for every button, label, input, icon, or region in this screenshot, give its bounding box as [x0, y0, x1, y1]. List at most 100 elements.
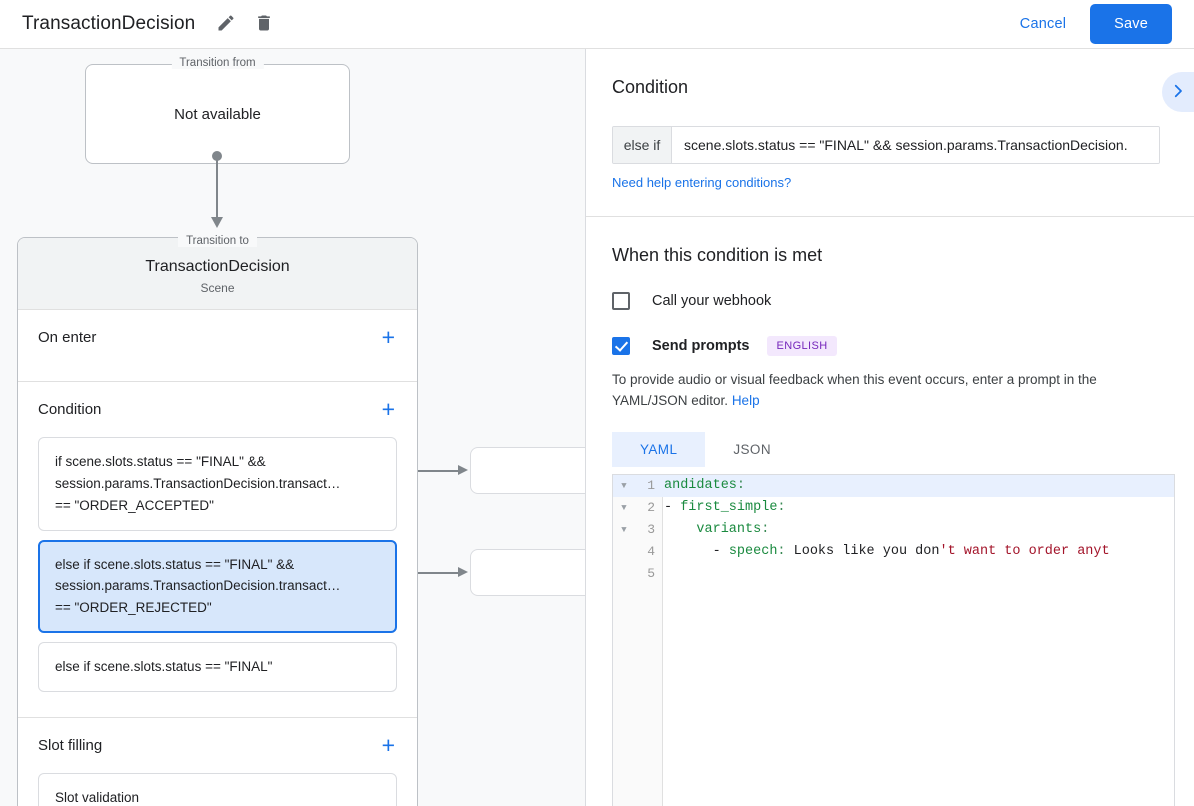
- code-token: Looks like you don: [785, 544, 940, 559]
- edit-title-button[interactable]: [213, 11, 239, 37]
- code-token: :: [777, 500, 786, 515]
- card-line: == "ORDER_REJECTED": [55, 600, 212, 616]
- chevron-right-icon: [1169, 82, 1187, 103]
- prompt-description: To provide audio or visual feedback when…: [612, 370, 1168, 412]
- code-line[interactable]: ▼ 2 - first_simple:: [613, 497, 1174, 519]
- code-text: - speech: Looks like you don't want to o…: [663, 541, 1110, 563]
- card-line: session.params.TransactionDecision.trans…: [55, 475, 341, 491]
- fold-arrow-icon[interactable]: ▼: [621, 481, 627, 491]
- code-token: first_simple: [680, 500, 778, 515]
- target-node-accepted[interactable]: [470, 447, 585, 494]
- code-token: 't want to order anyt: [939, 544, 1110, 559]
- code-token: speech: [728, 544, 778, 559]
- section-title: Slot filling: [38, 737, 103, 755]
- code-token: variants: [696, 522, 762, 537]
- edge-arrow-accepted: [458, 465, 468, 475]
- connector-arrowhead: [211, 217, 223, 228]
- scene-card[interactable]: TransactionDecision Scene On enter+Condi…: [17, 237, 418, 806]
- condition-card[interactable]: else if scene.slots.status == "FINAL": [38, 642, 397, 693]
- prompt-description-text: To provide audio or visual feedback when…: [612, 372, 1097, 408]
- card-line: Slot validation: [55, 790, 140, 806]
- condition-expression-input[interactable]: [672, 127, 1159, 163]
- card-line: == "ORDER_ACCEPTED": [55, 497, 214, 513]
- condition-card-selected[interactable]: else if scene.slots.status == "FINAL" &&…: [38, 539, 397, 634]
- fold-arrow-icon[interactable]: ▼: [621, 525, 627, 535]
- webhook-checkbox-row[interactable]: Call your webhook: [612, 292, 1194, 310]
- section-header: On enter +: [38, 310, 397, 365]
- add-slot-filling-button[interactable]: +: [381, 732, 395, 759]
- condition-panel-header: Condition: [586, 49, 1194, 112]
- scene-card-header: TransactionDecision Scene: [18, 238, 417, 310]
- code-gutter: [613, 475, 663, 806]
- scene-title: TransactionDecision: [145, 258, 290, 275]
- connector-line: [216, 156, 218, 224]
- editor-tabs: YAML JSON: [612, 431, 1194, 467]
- section-title: Condition: [38, 401, 102, 418]
- transition-from-node[interactable]: Transition from Not available: [85, 57, 350, 164]
- when-condition-met-heading: When this condition is met: [612, 245, 823, 265]
- section-title: On enter: [38, 329, 97, 346]
- line-number: 2: [647, 500, 655, 515]
- code-line[interactable]: 5: [613, 563, 1174, 585]
- yaml-code-editor[interactable]: ▼ 1 andidates: ▼ 2 - first_simple: ▼ 3 variants…: [612, 474, 1175, 806]
- language-badge: ENGLISH: [767, 336, 837, 356]
- condition-card[interactable]: if scene.slots.status == "FINAL" && sessi…: [38, 437, 397, 531]
- transition-from-value: Not available: [174, 105, 261, 123]
- condition-heading: Condition: [612, 77, 689, 97]
- panel-divider[interactable]: [585, 49, 586, 806]
- cancel-button[interactable]: Cancel: [1006, 7, 1080, 41]
- line-number: 4: [647, 544, 655, 559]
- code-text: - first_simple:: [663, 497, 786, 519]
- code-line[interactable]: ▼ 1 andidates:: [613, 475, 1174, 497]
- flow-canvas[interactable]: Transition from Not available Transactio…: [0, 49, 585, 806]
- code-token: -: [664, 544, 729, 559]
- code-line[interactable]: ▼ 3 variants:: [613, 519, 1174, 541]
- code-lines[interactable]: ▼ 1 andidates: ▼ 2 - first_simple: ▼ 3 variants…: [613, 475, 1174, 585]
- panel-separator: [586, 216, 1194, 217]
- tab-json[interactable]: JSON: [705, 432, 799, 467]
- code-token: andidates: [664, 478, 737, 493]
- page-title: TransactionDecision: [22, 13, 196, 34]
- line-number: 3: [647, 522, 655, 537]
- card-line: else if scene.slots.status == "FINAL" &&: [55, 556, 295, 572]
- edge-line-accepted: [402, 470, 460, 472]
- add-condition-button[interactable]: +: [381, 396, 395, 422]
- line-number: 5: [647, 566, 655, 581]
- pencil-icon: [216, 13, 236, 36]
- target-node-rejected[interactable]: [470, 549, 585, 596]
- add-on-enter-button[interactable]: +: [381, 324, 395, 350]
- section-header: Condition +: [38, 382, 397, 437]
- prompt-help-link[interactable]: Help: [731, 392, 760, 408]
- tab-yaml[interactable]: YAML: [612, 431, 706, 467]
- code-text: variants:: [663, 519, 769, 541]
- app-header: TransactionDecision Cancel Save: [0, 0, 1194, 49]
- condition-help-link[interactable]: Need help entering conditions?: [612, 175, 792, 190]
- send-prompts-checkbox[interactable]: [612, 337, 630, 355]
- card-line: session.params.TransactionDecision.trans…: [55, 578, 341, 594]
- trash-icon: [254, 13, 274, 36]
- code-text: andidates:: [663, 475, 745, 497]
- call-webhook-checkbox[interactable]: [612, 292, 630, 310]
- line-number: 1: [647, 478, 655, 493]
- card-line: if scene.slots.status == "FINAL" &&: [55, 454, 266, 469]
- scene-section-on-enter: On enter +: [18, 310, 417, 382]
- edge-line-rejected: [402, 572, 460, 574]
- section-header: Slot filling +: [38, 718, 397, 773]
- transition-from-legend: Transition from: [171, 57, 264, 69]
- code-token: :: [736, 478, 746, 493]
- save-button[interactable]: Save: [1090, 4, 1172, 44]
- scene-subtitle: Scene: [200, 281, 235, 295]
- code-line[interactable]: 4 - speech: Looks like you don't want to…: [613, 541, 1174, 563]
- edge-arrow-rejected: [458, 567, 468, 577]
- expand-panel-button[interactable]: [1162, 72, 1194, 112]
- fold-arrow-icon[interactable]: ▼: [621, 503, 627, 513]
- condition-card[interactable]: Slot validation: [38, 773, 397, 806]
- send-prompts-row[interactable]: Send prompts ENGLISH: [612, 336, 1194, 356]
- call-webhook-label: Call your webhook: [652, 293, 772, 309]
- delete-button[interactable]: [251, 11, 277, 37]
- scene-section-condition: Condition + if scene.slots.status == "FINA…: [18, 382, 417, 719]
- condition-input-row[interactable]: else if: [612, 126, 1160, 164]
- condition-prefix-label: else if: [613, 127, 672, 163]
- code-token: [664, 522, 696, 537]
